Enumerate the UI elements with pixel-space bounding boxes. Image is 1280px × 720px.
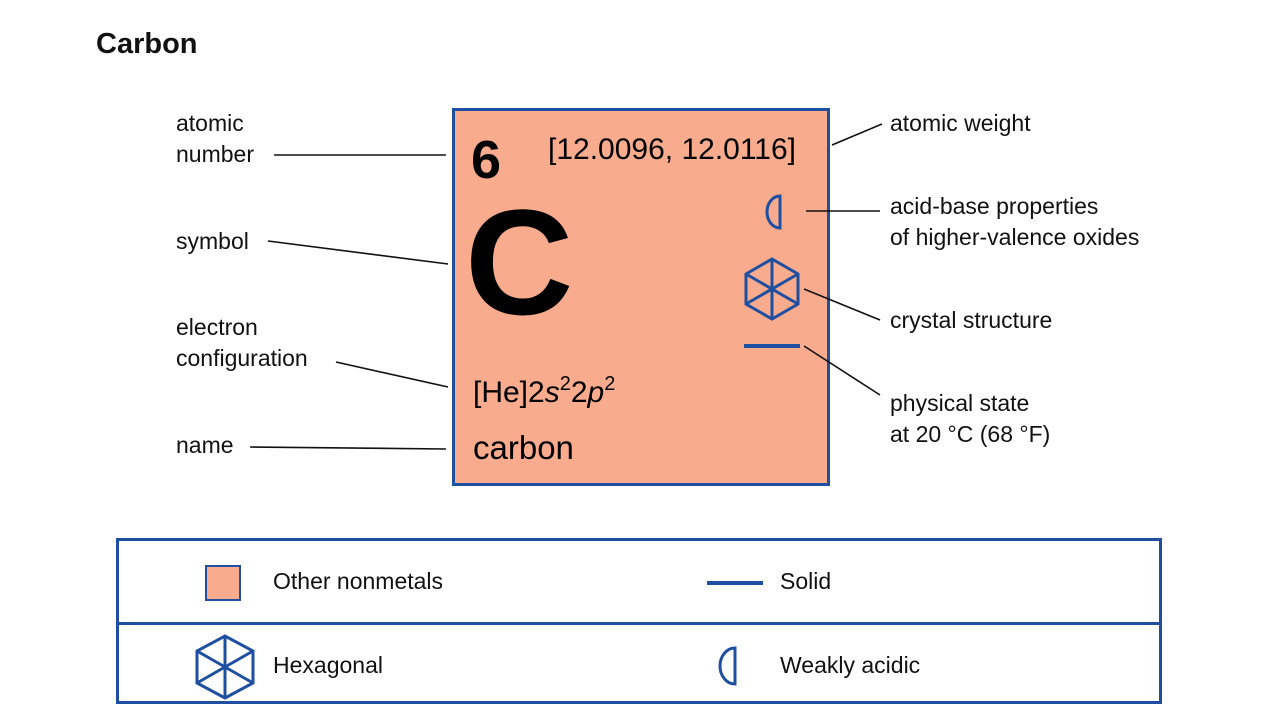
legend-box: Other nonmetals Solid Hexagonal Weakly a… xyxy=(116,538,1162,704)
label-crystal-structure: crystal structure xyxy=(890,307,1053,333)
config-s-exponent: 2 xyxy=(559,373,571,395)
electron-configuration: [He]2s22p2 xyxy=(473,373,615,410)
label-physical-state: physical state at 20 °C (68 °F) xyxy=(890,388,1050,450)
leader-physical-state xyxy=(803,345,881,396)
hexagonal-icon xyxy=(744,257,800,321)
config-p-exponent: 2 xyxy=(604,373,616,395)
label-atomic-number: atomic number xyxy=(176,108,254,170)
leader-crystal-structure xyxy=(803,288,881,321)
label-physical-state-line2: at 20 °C (68 °F) xyxy=(890,421,1051,447)
legend-acidity: Weakly acidic xyxy=(780,652,921,678)
label-acid-base-line1: acid-base properties xyxy=(890,193,1099,219)
config-core: [He]2 xyxy=(473,376,545,409)
legend-state: Solid xyxy=(780,568,832,594)
weakly-acidic-icon xyxy=(765,194,782,230)
element-symbol: C xyxy=(465,178,574,346)
label-name: name xyxy=(176,432,234,458)
atomic-weight: [12.0096, 12.0116] xyxy=(548,133,796,166)
config-p: p xyxy=(587,376,605,409)
label-atomic-weight: atomic weight xyxy=(890,110,1031,136)
leader-name xyxy=(249,446,447,450)
element-tile: 6 [12.0096, 12.0116] C [He]2s22p2 carbon xyxy=(452,108,830,486)
label-electron-configuration: electron configuration xyxy=(176,312,308,374)
legend-divider xyxy=(119,622,1159,625)
solid-icon xyxy=(707,581,763,585)
weakly-acidic-icon xyxy=(718,646,737,686)
config-mid: 2 xyxy=(570,376,588,409)
other-nonmetals-swatch xyxy=(205,565,241,601)
label-physical-state-line1: physical state xyxy=(890,390,1030,416)
hexagonal-icon xyxy=(195,634,255,700)
element-name: carbon xyxy=(473,429,574,466)
label-symbol: symbol xyxy=(176,228,249,254)
leader-lines xyxy=(249,123,883,450)
label-acid-base: acid-base properties of higher-valence o… xyxy=(890,191,1139,253)
legend-crystal: Hexagonal xyxy=(273,652,383,678)
legend-category: Other nonmetals xyxy=(273,568,444,594)
label-acid-base-line2: of higher-valence oxides xyxy=(890,224,1140,250)
label-electron-configuration-line2: configuration xyxy=(176,345,308,371)
atomic-number: 6 xyxy=(471,130,502,190)
leader-symbol xyxy=(267,240,449,265)
leader-atomic-weight xyxy=(831,123,883,146)
page-title: Carbon xyxy=(96,28,198,60)
label-atomic-number-line1: atomic xyxy=(176,110,244,136)
label-atomic-number-line2: number xyxy=(176,141,254,167)
config-s: s xyxy=(544,376,560,409)
leader-electron-configuration xyxy=(335,361,449,388)
label-electron-configuration-line1: electron xyxy=(176,314,258,340)
